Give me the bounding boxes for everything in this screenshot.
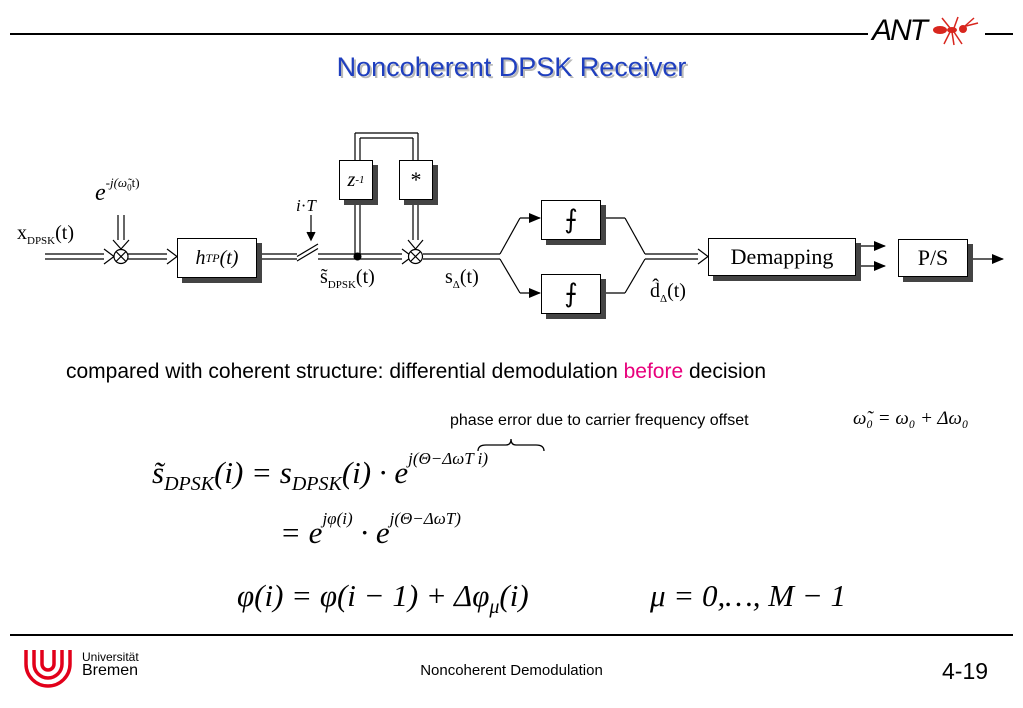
block-diagram-wiring	[45, 132, 1004, 298]
overbrace	[477, 438, 545, 452]
equation-1: s̃DPSK(i) = sDPSK(i) · ej(Θ−ΔωT i)	[152, 448, 489, 496]
decision-block-lower: ⨍	[541, 274, 601, 314]
conjugate-block: *	[399, 160, 433, 200]
sampler-label: i·T	[296, 196, 316, 215]
sampled-signal-label: s̃DPSK(t)	[320, 266, 375, 291]
demapping-block: Demapping	[708, 238, 856, 276]
equation-2: = ejφ(i) · ej(Θ−ΔωT)	[280, 508, 461, 550]
highlight-before: before	[623, 360, 684, 383]
ant-logo: ANT	[872, 14, 928, 47]
footer-title: Noncoherent Demodulation	[420, 662, 603, 679]
page-number: 4-19	[942, 658, 989, 684]
header-rule-right	[985, 33, 1013, 35]
ant-insect-icon	[933, 16, 979, 46]
header-rule	[10, 33, 868, 35]
delay-block: z-1	[339, 160, 373, 200]
equation-3: φ(i) = φ(i − 1) + Δφμ(i)	[237, 578, 529, 619]
comparison-text: compared with coherent structure: differ…	[66, 360, 767, 383]
page-title: Noncoherent DPSK Receiver	[336, 52, 687, 82]
university-logo-icon	[24, 650, 72, 688]
oscillator-label: e-j(ω̃0t)	[95, 175, 140, 206]
differential-signal-label: sΔ(t)	[445, 266, 479, 291]
offset-equation: ω̃₀ = ω₀ + Δω₀	[853, 408, 969, 429]
decision-block-upper: ⨍	[541, 200, 601, 240]
decided-symbol-label: d̂Δ(t)	[650, 280, 686, 305]
university-name-line2: Bremen	[82, 662, 139, 679]
ps-block: P/S	[898, 239, 968, 277]
phase-error-note: phase error due to carrier frequency off…	[450, 412, 749, 429]
input-signal-label: xDPSK(t)	[17, 222, 75, 247]
equation-index-range: μ = 0,…, M − 1	[650, 578, 847, 613]
footer-rule	[10, 634, 1013, 636]
university-name-line1: Universität	[82, 650, 139, 664]
